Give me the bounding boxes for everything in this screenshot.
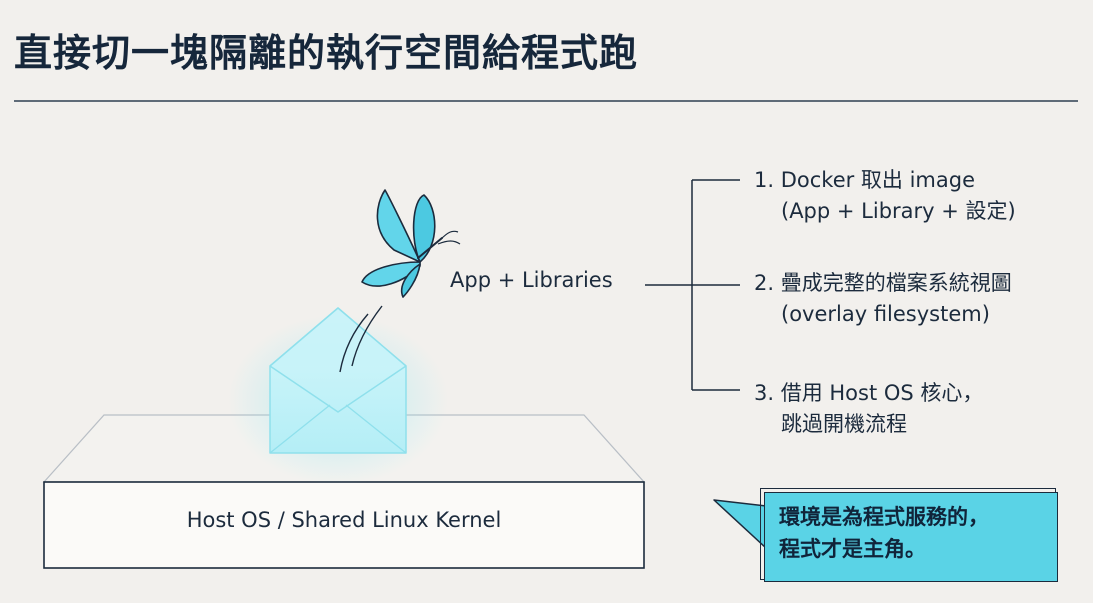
step-2-detail: (overlay filesystem) [781, 302, 990, 326]
page-title: 直接切一塊隔離的執行空間給程式跑 [14, 31, 639, 75]
callout-tail [713, 499, 767, 549]
kernel-slab [43, 481, 645, 569]
butterfly-icon [361, 189, 461, 298]
step-1: 1. Docker 取出 image (App + Library + 設定) [754, 165, 1016, 227]
step-3-title: 3. 借用 Host OS 核心， [754, 381, 984, 405]
callout: 環境是為程式服務的， 程式才是主角。 [760, 488, 1062, 584]
step-3: 3. 借用 Host OS 核心， 跳過開機流程 [754, 378, 983, 440]
callout-box: 環境是為程式服務的， 程式才是主角。 [764, 492, 1058, 582]
step-1-title: 1. Docker 取出 image [754, 168, 976, 192]
step-3-detail: 跳過開機流程 [781, 412, 907, 436]
step-1-detail: (App + Library + 設定) [781, 199, 1016, 223]
step-2: 2. 疊成完整的檔案系統視圖 (overlay filesystem) [754, 268, 1012, 330]
title-divider [14, 100, 1078, 102]
kernel-label: Host OS / Shared Linux Kernel [186, 508, 502, 532]
step-2-title: 2. 疊成完整的檔案系統視圖 [754, 271, 1012, 295]
app-libraries-label: App + Libraries [450, 268, 613, 292]
step-connector [645, 179, 740, 391]
envelope-icon [269, 305, 407, 454]
callout-line-2: 程式才是主角。 [779, 537, 926, 561]
callout-line-1: 環境是為程式服務的， [779, 505, 989, 529]
